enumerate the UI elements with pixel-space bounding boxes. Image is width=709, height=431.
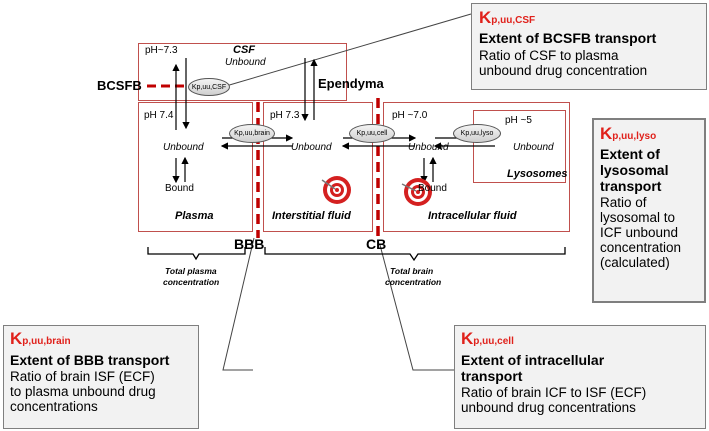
plasma-name: Plasma — [175, 210, 214, 222]
kp-uu-brain-desc-2: to plasma unbound drug — [10, 384, 156, 399]
plasma-unbound: Unbound — [163, 142, 204, 153]
target-icon-interstitial — [321, 176, 351, 204]
kp-uu-csf-heading: Extent of BCSFB transport — [479, 30, 657, 46]
csf-callout-connector — [225, 13, 472, 87]
lysosome-ph: pH ~5 — [505, 115, 532, 126]
csf-title: CSF — [233, 44, 255, 56]
lysosome-name: Lysosomes — [507, 168, 568, 180]
kp-uu-cell-title: Kp,uu,cell — [461, 329, 514, 348]
kp-uu-lyso-title: Kp,uu,lyso — [600, 124, 657, 143]
kp-uu-lyso-desc-2: lysosomal to — [600, 210, 676, 225]
interstitial-ph: pH 7.3 — [270, 110, 300, 121]
kp-uu-lyso-transporter: Kp,uu,lyso — [453, 124, 501, 143]
total-plasma-line2: concentration — [163, 277, 220, 287]
total-brain-line1: Total brain — [390, 266, 434, 276]
intracellular-ph: pH ~7.0 — [392, 110, 428, 121]
kp-uu-lyso-desc-4: concentration — [600, 240, 682, 255]
total-brain-brace — [264, 247, 566, 262]
kp-uu-lyso-desc-5: (calculated) — [600, 255, 670, 270]
csf-ph: pH~7.3 — [145, 45, 178, 56]
kp-uu-cell-heading-2: transport — [461, 368, 523, 384]
kp-uu-lyso-desc-1: Ratio of — [600, 195, 647, 210]
kp-uu-csf-desc-2: unbound drug concentration — [479, 63, 648, 78]
kp-uu-brain-callout: Kp,uu,brain Extent of BBB transport Rati… — [3, 325, 199, 429]
kp-uu-lyso-callout: Kp,uu,lyso Extent of lysosomal transport… — [592, 118, 706, 303]
target-icon-intracellular — [401, 178, 432, 206]
kp-uu-brain-title: Kp,uu,brain — [10, 329, 71, 348]
ependyma-label: Ependyma — [318, 76, 384, 91]
kp-uu-cell-transporter: Kp,uu,cell — [349, 124, 395, 143]
csf-compartment — [138, 43, 347, 101]
plasma-ph: pH 7.4 — [144, 110, 174, 121]
total-brain-line2: concentration — [385, 277, 442, 287]
kp-uu-brain-desc-3: concentrations — [10, 399, 98, 414]
kp-uu-cell-callout: Kp,uu,cell Extent of intracellular trans… — [454, 325, 706, 429]
kp-uu-cell-desc-2: unbound drug concentrations — [461, 400, 636, 415]
brain-callout-connector — [222, 237, 255, 371]
kp-uu-csf-desc-1: Ratio of CSF to plasma — [479, 48, 619, 63]
bcsfb-label: BCSFB — [97, 78, 142, 93]
plasma-bound: Bound — [165, 183, 194, 194]
intracellular-bound: Bound — [418, 183, 447, 194]
bbb-label: BBB — [234, 236, 265, 252]
csf-unbound: Unbound — [225, 57, 266, 68]
kp-uu-lyso-desc-3: ICF unbound — [600, 225, 679, 240]
cb-label: CB — [366, 236, 387, 252]
interstitial-compartment — [263, 102, 373, 232]
kp-uu-lyso-heading-1: Extent of — [600, 146, 660, 162]
plasma-compartment — [138, 102, 253, 232]
kp-uu-lyso-heading-2: lysosomal — [600, 162, 669, 178]
kp-uu-brain-desc-1: Ratio of brain ISF (ECF) — [10, 369, 155, 384]
intracellular-unbound: Unbound — [408, 142, 449, 153]
total-plasma-brace — [147, 247, 246, 261]
kp-uu-lyso-heading-3: transport — [600, 178, 662, 194]
cell-callout-connector — [379, 244, 454, 371]
kp-uu-csf-title: Kp,uu,CSF — [479, 8, 536, 27]
kp-uu-brain-heading: Extent of BBB transport — [10, 352, 170, 368]
interstitial-unbound: Unbound — [291, 142, 332, 153]
lysosome-unbound: Unbound — [513, 142, 554, 153]
kp-uu-csf-transporter: Kp,uu,CSF — [188, 78, 230, 96]
interstitial-name: Interstitial fluid — [272, 210, 351, 222]
kp-uu-csf-callout: Kp,uu,CSF Extent of BCSFB transport Rati… — [471, 3, 707, 90]
kp-uu-cell-heading-1: Extent of intracellular — [461, 352, 605, 368]
total-plasma-line1: Total plasma — [165, 266, 217, 276]
intracellular-name: Intracellular fluid — [428, 210, 517, 222]
kp-uu-cell-desc-1: Ratio of brain ICF to ISF (ECF) — [461, 385, 647, 400]
kp-uu-brain-transporter: Kp,uu,brain — [229, 124, 275, 143]
